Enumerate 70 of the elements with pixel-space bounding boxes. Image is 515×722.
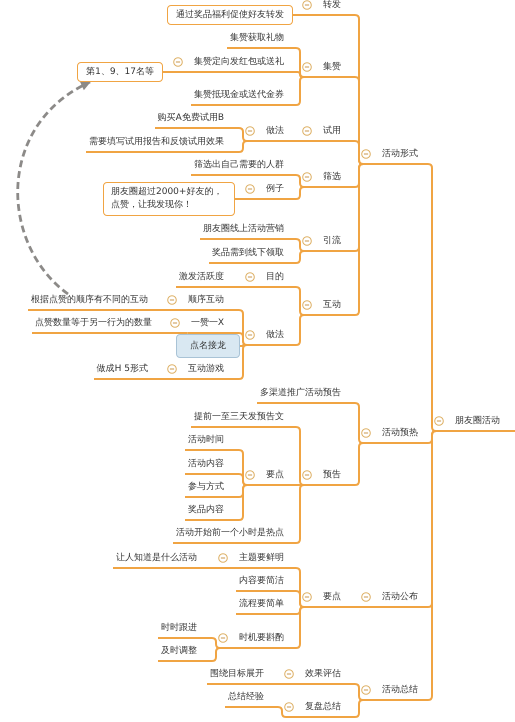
topic-box: 通过奖品福利促使好友转发	[167, 5, 293, 25]
topic-label: 要点	[320, 591, 344, 608]
branch-line	[151, 378, 185, 380]
topic-label: 让人知道是什么活动	[113, 552, 200, 569]
topic-label: 活动时间	[185, 434, 227, 451]
branch-line	[227, 286, 263, 288]
topic-label: 活动公布	[379, 591, 421, 608]
topic-label: 集赞获取礼物	[227, 32, 287, 49]
topic-label: 围绕目标展开	[207, 668, 267, 685]
topic-label: 做成H 5形式	[94, 363, 151, 380]
topic-label: 活动开始前一个小时是热点	[173, 527, 287, 544]
branch-line	[421, 430, 452, 701]
topic-label: 时时跟进	[158, 622, 200, 639]
topic-label: 根据点赞的顺序有不同的互动	[28, 294, 151, 311]
topic-label: 效果评估	[302, 668, 344, 685]
topic-label: 流程要简单	[236, 598, 287, 615]
topic-box: 第1、9、17名等	[77, 62, 163, 82]
branch-line	[235, 198, 263, 200]
topic-label: 点赞数量等于另一行为的数量	[32, 317, 155, 334]
branch-line	[267, 706, 302, 718]
topic-label: 顺序互动	[185, 294, 227, 311]
selected-topic-box: 点名接龙	[176, 334, 240, 358]
topic-label: 奖品内容	[185, 504, 227, 521]
topic-label: 参与方式	[185, 481, 227, 498]
topic-label: 筛选	[320, 171, 344, 188]
topic-label: 集赞抵现金或送代金券	[191, 89, 287, 106]
topic-label: 目的	[263, 271, 287, 288]
branch-line	[287, 250, 320, 264]
topic-label: 活动内容	[185, 458, 227, 475]
topic-box: 朋友圈超过2000+好友的，点赞，让我发现你！	[103, 182, 235, 216]
topic-label: 提前一至三天发预告文	[191, 411, 287, 428]
branch-line	[200, 567, 236, 569]
topic-label: 活动形式	[379, 148, 421, 165]
topic-label: 例子	[263, 183, 287, 200]
topic-label: 时机要斟酌	[236, 632, 287, 649]
central-topic: 朋友圈活动	[452, 415, 515, 432]
topic-label: 活动预热	[379, 427, 421, 444]
topic-label: 奖品需到线下领取	[209, 247, 287, 264]
branch-line	[227, 140, 263, 153]
topic-label: 及时调整	[158, 645, 200, 662]
topic-label: 做法	[263, 329, 287, 346]
branch-line	[293, 14, 320, 16]
branch-line	[344, 606, 379, 608]
topic-label: 预告	[320, 469, 344, 486]
topic-label: 主题要鲜明	[236, 552, 287, 569]
arrow	[16, 80, 91, 296]
branch-line	[287, 186, 320, 200]
topic-label: 朋友圈线上活动营销	[200, 223, 287, 240]
branch-line	[163, 71, 191, 73]
topic-label: 多渠道推广活动预告	[257, 387, 344, 404]
branch-line	[287, 140, 320, 142]
topic-label: 激发活跃度	[176, 271, 227, 288]
topic-label: 集赞	[320, 61, 344, 78]
topic-label: 试用	[320, 125, 344, 142]
branch-line	[151, 309, 185, 311]
topic-label: 转发	[320, 0, 344, 16]
topic-label: 需要填写试用报告和反馈试用效果	[86, 136, 227, 153]
topic-label: 集赞定向发红包或送礼	[191, 56, 287, 73]
topic-label: 购买A免费试用B	[154, 112, 227, 129]
topic-label: 总结经验	[225, 691, 267, 708]
topic-label: 引流	[320, 235, 344, 252]
topic-label: 互动	[320, 299, 344, 316]
topic-label: 做法	[263, 125, 287, 142]
topic-label: 内容要简洁	[236, 575, 287, 592]
branch-line	[267, 683, 302, 685]
topic-label: 复盘总结	[302, 701, 344, 718]
topic-label: 筛选出自己需要的人群	[191, 159, 287, 176]
topic-label: 互动游戏	[185, 363, 227, 380]
topic-label: 活动总结	[379, 684, 421, 701]
topic-label: 要点	[263, 469, 287, 486]
